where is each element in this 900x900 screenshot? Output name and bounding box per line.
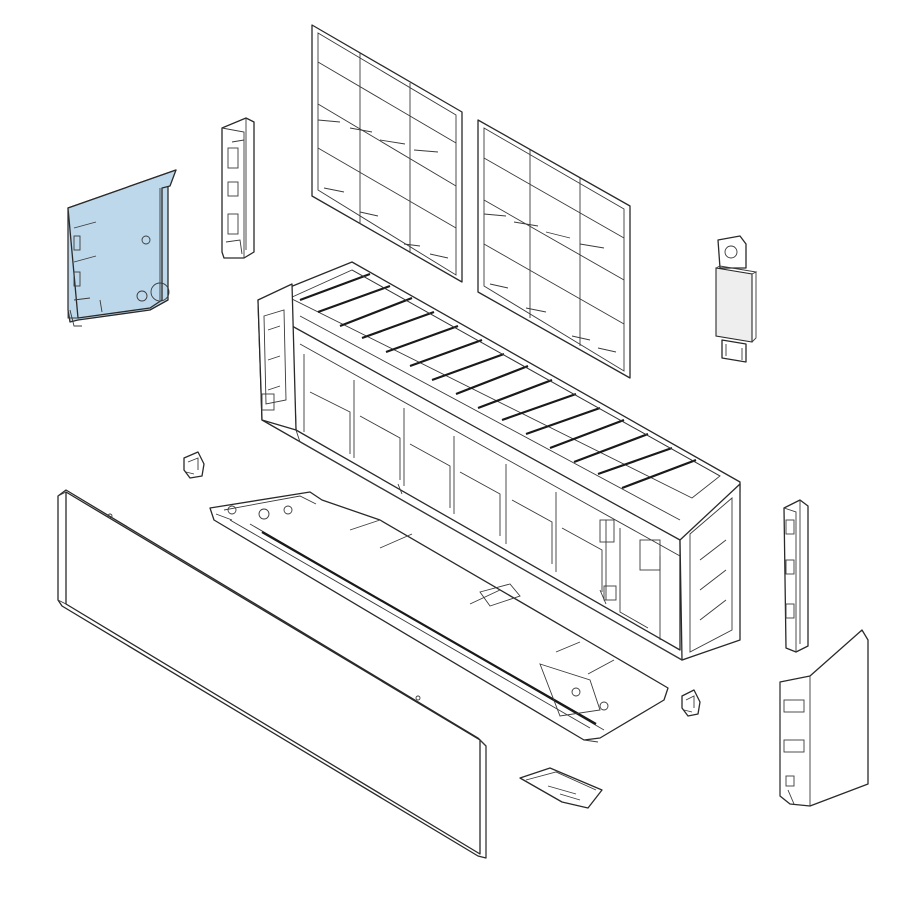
clip-right[interactable] — [681, 689, 701, 717]
control-board-module[interactable] — [715, 235, 758, 363]
main-chassis[interactable] — [257, 261, 741, 661]
right-side-cover[interactable] — [779, 629, 869, 807]
left-side-bracket[interactable] — [221, 117, 255, 259]
clip-left[interactable] — [183, 451, 205, 479]
bottom-flap[interactable] — [519, 767, 603, 809]
front-panel[interactable] — [57, 489, 487, 859]
air-filter-left[interactable] — [311, 24, 463, 283]
drain-pan[interactable] — [209, 491, 669, 743]
right-side-bracket[interactable] — [783, 499, 809, 653]
left-side-cover[interactable] — [67, 169, 177, 327]
air-filter-right[interactable] — [477, 119, 631, 379]
